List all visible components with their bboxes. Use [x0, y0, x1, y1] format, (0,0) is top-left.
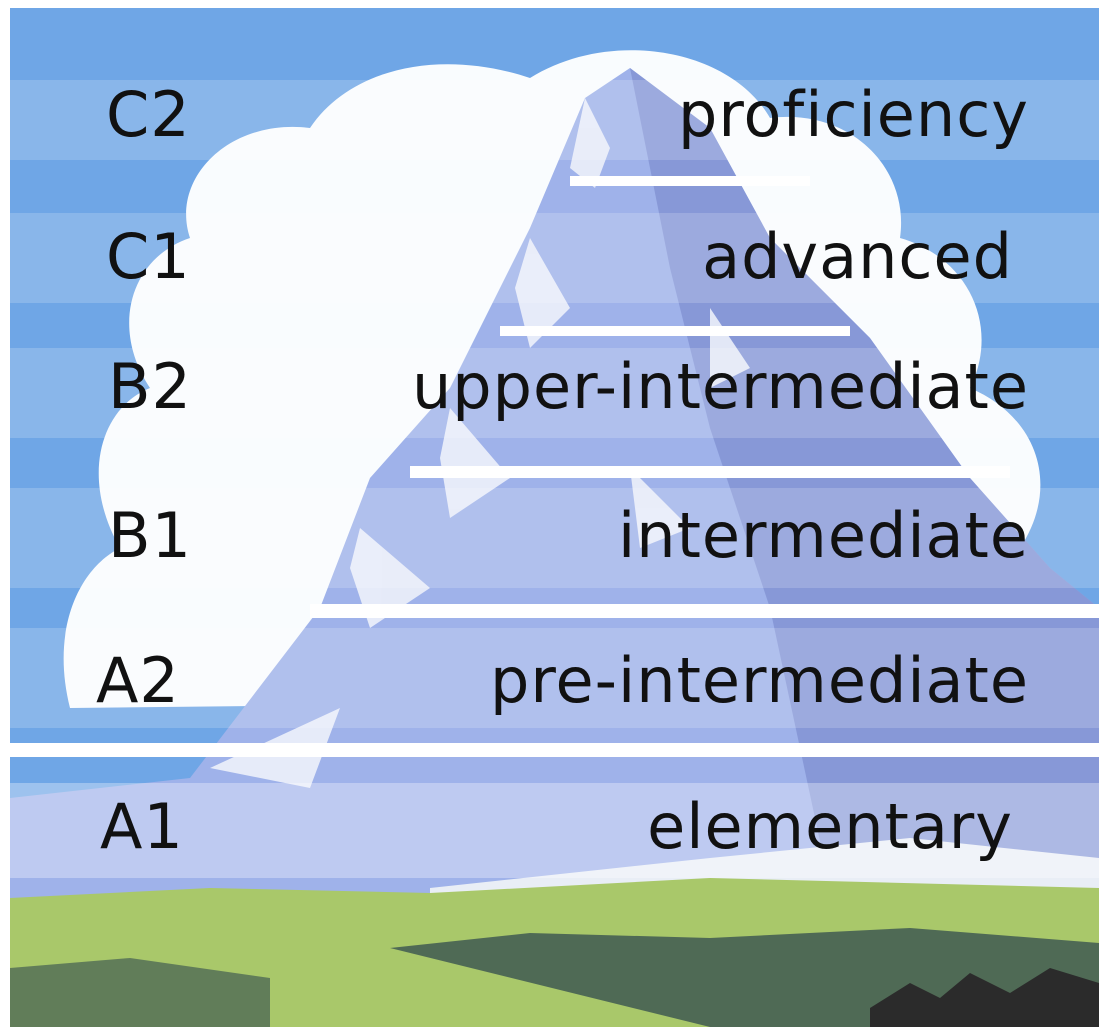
- level-code: B1: [108, 499, 192, 572]
- level-name: elementary: [647, 790, 1013, 863]
- level-code: A2: [96, 644, 180, 717]
- level-bands: [10, 80, 1099, 878]
- level-name: advanced: [702, 220, 1013, 293]
- level-name: upper-intermediate: [412, 350, 1029, 423]
- level-code: A1: [100, 790, 184, 863]
- level-row-a1: A1 elementary: [10, 796, 1099, 858]
- mountain-illustration: [10, 8, 1099, 1027]
- level-row-c2: C2 proficiency: [10, 84, 1099, 146]
- level-row-c1: C1 advanced: [10, 226, 1099, 288]
- level-code: B2: [108, 350, 192, 423]
- level-row-b1: B1 intermediate: [10, 505, 1099, 567]
- treeline: [870, 968, 1099, 1027]
- separator-lines: [10, 176, 1099, 757]
- level-row-b2: B2 upper-intermediate: [10, 356, 1099, 418]
- level-name: intermediate: [618, 499, 1029, 572]
- level-code: C2: [106, 78, 191, 151]
- level-name: proficiency: [677, 78, 1029, 151]
- level-code: C1: [106, 220, 191, 293]
- level-row-a2: A2 pre-intermediate: [10, 650, 1099, 712]
- level-name: pre-intermediate: [490, 644, 1029, 717]
